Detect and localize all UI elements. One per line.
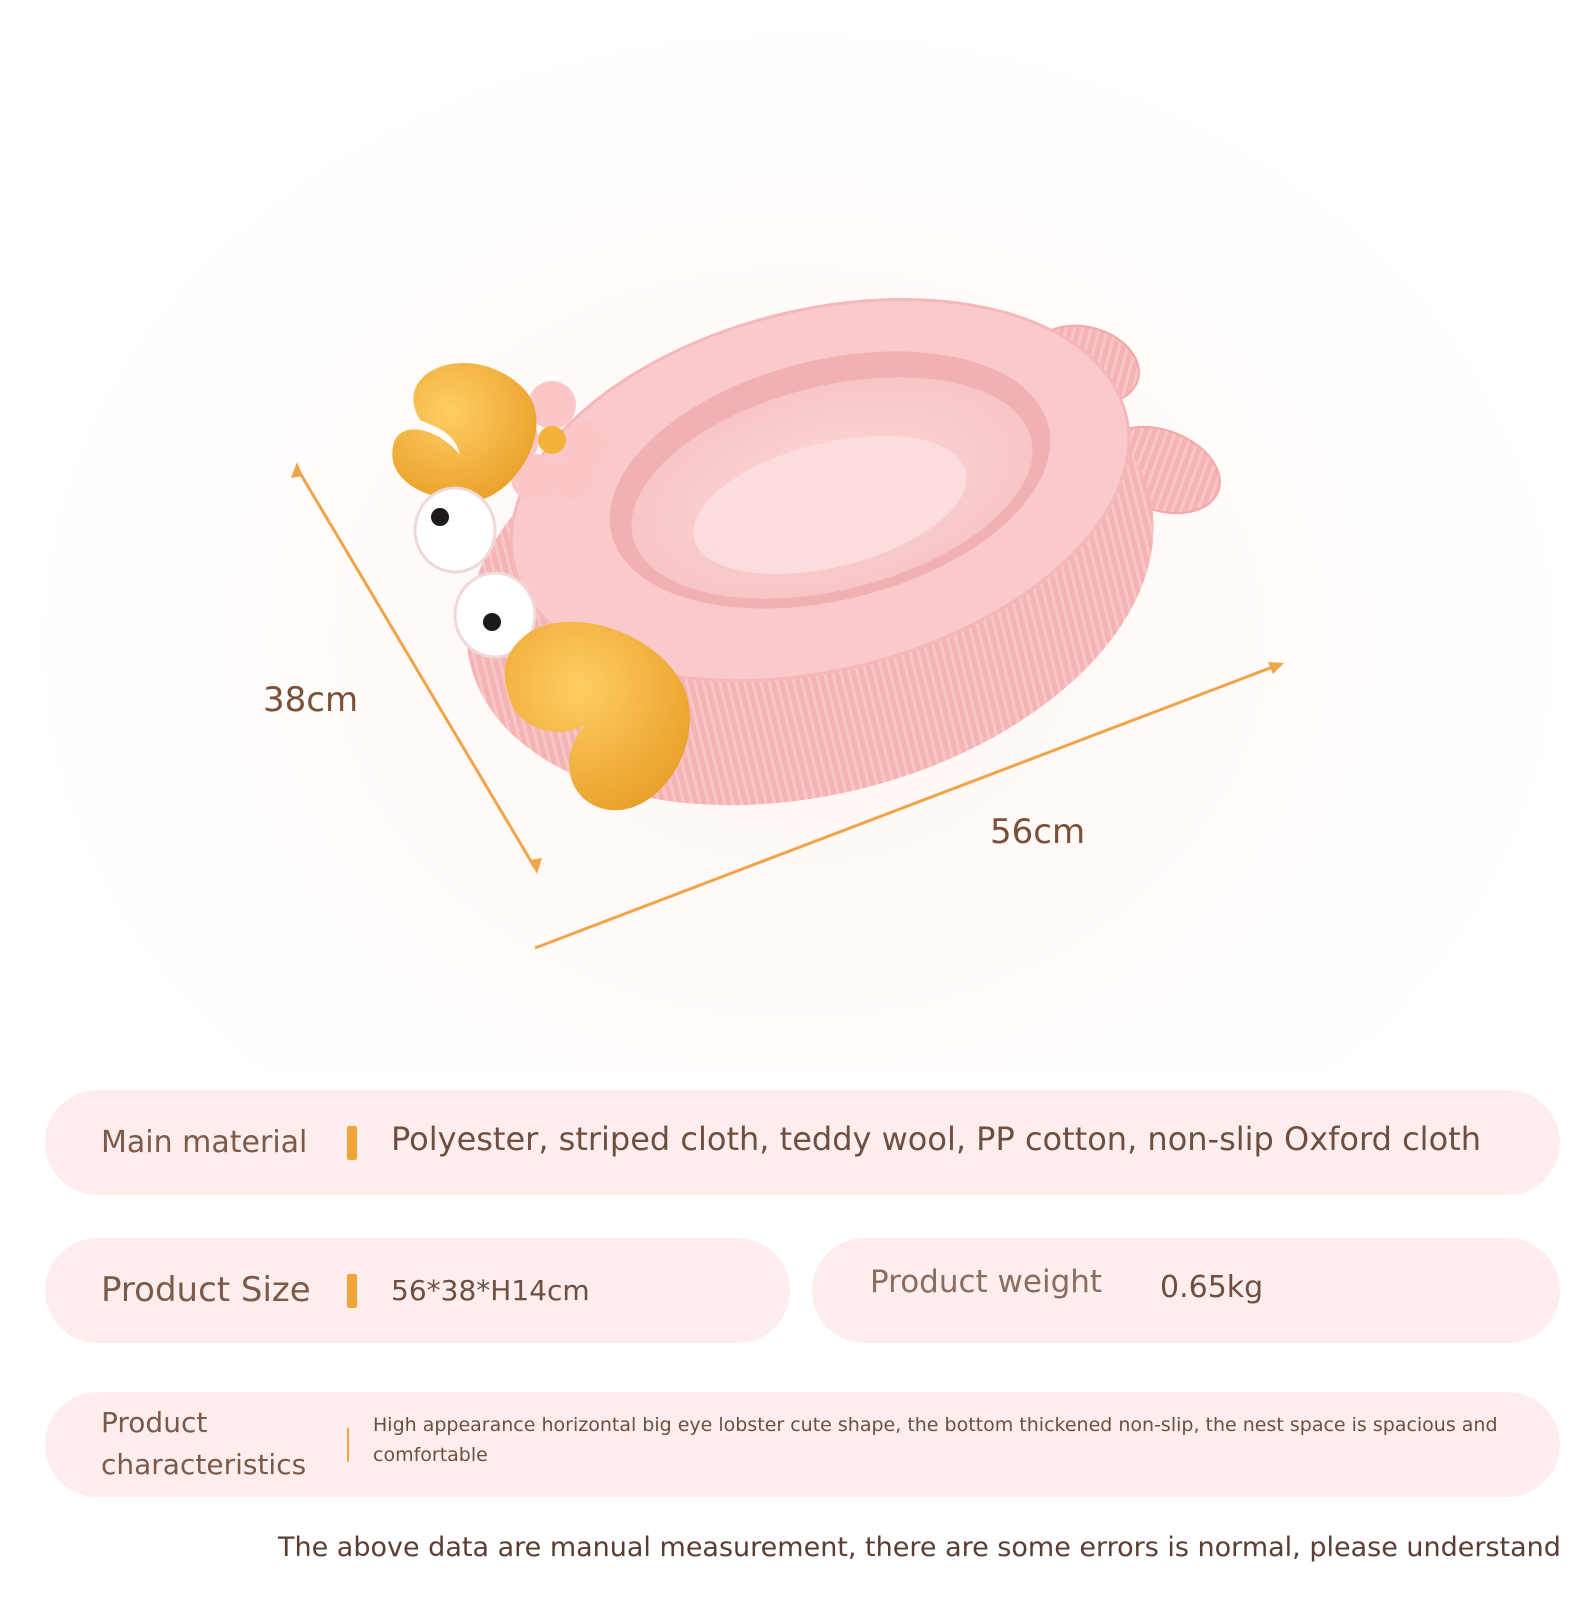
width-dimension-label: 56cm (990, 812, 1086, 852)
product-characteristics-value-line2: comfortable (373, 1444, 488, 1466)
product-characteristics-row: Product characteristics High appearance … (45, 1392, 1560, 1497)
width-dimension-line (534, 662, 1284, 950)
bed-cushion (609, 351, 1051, 609)
accent-bar (347, 1428, 349, 1462)
main-material-label: Main material (101, 1125, 308, 1160)
product-weight-row: Product weight 0.65kg (812, 1238, 1560, 1343)
lobster-pet-bed-illustration (291, 297, 1284, 950)
product-characteristics-label-line2: characteristics (101, 1448, 307, 1481)
depth-dimension-line (291, 462, 542, 874)
measurement-disclaimer: The above data are manual measurement, t… (278, 1532, 1561, 1563)
accent-bar (347, 1126, 357, 1160)
upper-claw (392, 362, 537, 501)
eye-upper (413, 486, 497, 574)
accent-bar (347, 1274, 357, 1308)
product-size-label: Product Size (101, 1270, 311, 1310)
product-size-row: Product Size 56*38*H14cm (45, 1238, 790, 1343)
eye-lower (453, 571, 537, 659)
product-weight-label: Product weight (870, 1264, 1103, 1300)
depth-dimension-label: 38cm (263, 680, 359, 720)
product-image-area: 38cm 56cm (0, 0, 1596, 1070)
product-weight-value: 0.65kg (1160, 1270, 1264, 1305)
product-characteristics-value-line1: High appearance horizontal big eye lobst… (373, 1414, 1498, 1436)
main-material-row: Main material Polyester, striped cloth, … (45, 1090, 1560, 1195)
product-size-value: 56*38*H14cm (391, 1274, 590, 1307)
main-material-value: Polyester, striped cloth, teddy wool, PP… (391, 1120, 1481, 1158)
lower-claw (504, 621, 690, 811)
product-characteristics-label-line1: Product (101, 1406, 208, 1439)
